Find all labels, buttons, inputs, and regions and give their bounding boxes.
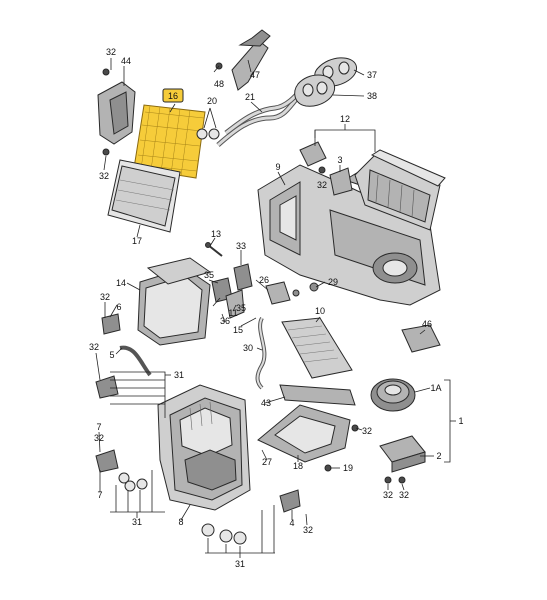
label-20: 20 bbox=[207, 96, 217, 106]
label-37: 37 bbox=[367, 70, 377, 80]
label-43: 43 bbox=[261, 398, 271, 408]
label-12: 12 bbox=[340, 114, 350, 124]
label-46: 46 bbox=[422, 319, 432, 329]
label-48: 48 bbox=[214, 79, 224, 89]
gasket-part-38 bbox=[294, 74, 336, 107]
label-31-c: 31 bbox=[235, 559, 245, 569]
label-32-j: 32 bbox=[303, 525, 313, 535]
filter-frame-part-14 bbox=[137, 257, 212, 346]
label-35-b: 35 bbox=[236, 303, 246, 313]
label-31: 31 bbox=[174, 370, 184, 380]
label-14: 14 bbox=[116, 278, 126, 288]
label-27: 27 bbox=[262, 457, 272, 467]
cover-part-43 bbox=[279, 384, 356, 406]
label-21: 21 bbox=[245, 92, 255, 102]
housing-part-9 bbox=[257, 164, 441, 306]
label-15: 15 bbox=[233, 325, 243, 335]
bracket-part-11 bbox=[225, 289, 245, 319]
label-17: 17 bbox=[132, 236, 142, 246]
bracket-part-44 bbox=[97, 81, 136, 145]
label-9: 9 bbox=[275, 162, 280, 172]
label-32-g: 32 bbox=[94, 433, 104, 443]
bracket-part-46 bbox=[401, 324, 441, 353]
label-16-highlight[interactable]: 16 bbox=[162, 88, 184, 103]
label-2: 2 bbox=[436, 451, 441, 461]
label-32-b: 32 bbox=[99, 171, 109, 181]
label-10: 10 bbox=[315, 306, 325, 316]
label-8: 8 bbox=[178, 517, 183, 527]
label-38: 38 bbox=[367, 91, 377, 101]
filter-part-10 bbox=[281, 317, 353, 379]
sensor-part-6 bbox=[101, 313, 121, 335]
label-7: 7 bbox=[96, 422, 101, 432]
label-32-f: 32 bbox=[362, 426, 372, 436]
seals-part-31 bbox=[118, 472, 247, 545]
blower-housing-part-8 bbox=[157, 384, 251, 511]
label-18: 18 bbox=[293, 461, 303, 471]
label-32: 32 bbox=[106, 47, 116, 57]
bracket-part-4 bbox=[279, 489, 301, 513]
clamp-part-33 bbox=[233, 263, 253, 291]
blower-motor-part-1A bbox=[351, 378, 416, 432]
leader-lines bbox=[95, 58, 456, 558]
control-unit-part-2 bbox=[379, 435, 426, 484]
sensor-part-26 bbox=[265, 281, 291, 305]
label-16: 16 bbox=[168, 91, 178, 101]
label-32-e: 32 bbox=[89, 342, 99, 352]
screw-part-32-a bbox=[102, 68, 110, 76]
label-32-c: 32 bbox=[317, 180, 327, 190]
label-11: 11 bbox=[228, 308, 237, 318]
label-6: 6 bbox=[116, 302, 121, 312]
label-32-i: 32 bbox=[399, 490, 409, 500]
label-29: 29 bbox=[328, 277, 338, 287]
clips-part-20 bbox=[196, 128, 220, 140]
actuator-part-3 bbox=[318, 166, 353, 196]
screw-part-13 bbox=[205, 242, 223, 257]
label-30: 30 bbox=[243, 343, 253, 353]
label-1: 1 bbox=[458, 416, 463, 426]
label-47: 47 bbox=[250, 70, 260, 80]
label-31-b: 31 bbox=[132, 517, 142, 527]
tray-part-18 bbox=[257, 404, 351, 472]
label-33: 33 bbox=[236, 241, 246, 251]
label-7-b: 7 bbox=[97, 490, 102, 500]
label-19: 19 bbox=[343, 463, 353, 473]
heater-part-17 bbox=[102, 148, 181, 233]
label-4: 4 bbox=[289, 518, 294, 528]
bracket-part-47 bbox=[231, 29, 271, 91]
label-32-h: 32 bbox=[383, 490, 393, 500]
label-5: 5 bbox=[109, 350, 114, 360]
label-36: 36 bbox=[220, 316, 230, 326]
part-labels: 32 44 48 47 37 38 16 20 21 12 32 9 3 32 … bbox=[89, 47, 464, 569]
pipe-part-30 bbox=[255, 316, 267, 390]
sensor-part-32-left bbox=[95, 375, 119, 473]
label-13: 13 bbox=[211, 229, 221, 239]
label-44: 44 bbox=[121, 56, 131, 66]
label-35: 35 bbox=[204, 270, 214, 280]
hose-part-5 bbox=[119, 345, 152, 377]
screw-part-42 bbox=[292, 289, 300, 297]
label-26: 26 bbox=[259, 275, 269, 285]
actuator-part-12-motor bbox=[299, 141, 327, 167]
label-1A: 1A bbox=[430, 383, 441, 393]
clip-part-29 bbox=[309, 282, 319, 292]
label-3: 3 bbox=[337, 155, 342, 165]
label-32-d: 32 bbox=[100, 292, 110, 302]
flap-housing-part-12 bbox=[354, 149, 446, 231]
